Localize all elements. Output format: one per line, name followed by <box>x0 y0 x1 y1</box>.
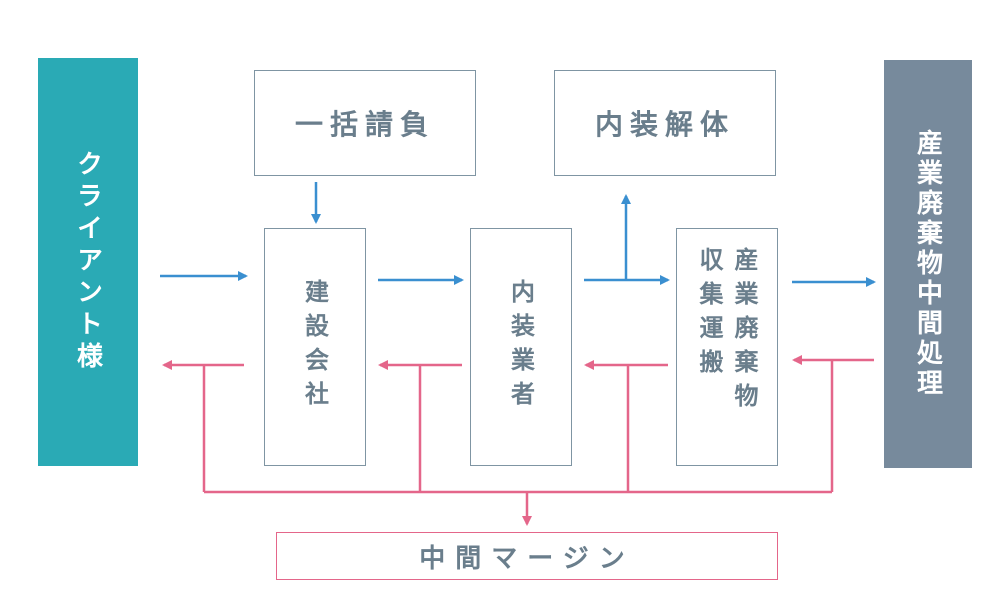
general-contractor-box: 一括請負 <box>254 70 476 176</box>
client-label: クライアント様 <box>72 150 103 374</box>
waste-transport-label: 産業廃棄物収集運搬 <box>695 247 758 417</box>
construction-company-box: 建設会社 <box>264 228 366 466</box>
intermediate-margin-box: 中間マージン <box>276 532 778 580</box>
demolition-label: 内装解体 <box>594 108 735 141</box>
client-panel: クライアント様 <box>38 58 138 466</box>
intermediate-margin-label: 中間マージン <box>419 543 635 574</box>
processor-label: 産業廃棄物中間処理 <box>912 129 943 399</box>
construction-company-label: 建設会社 <box>300 279 329 415</box>
general-contractor-label: 一括請負 <box>294 108 435 141</box>
interior-contractor-label: 内装業者 <box>506 279 535 415</box>
demolition-box: 内装解体 <box>554 70 776 176</box>
interior-contractor-box: 内装業者 <box>470 228 572 466</box>
waste-transport-box: 産業廃棄物収集運搬 <box>676 228 778 466</box>
processor-panel: 産業廃棄物中間処理 <box>884 60 972 468</box>
